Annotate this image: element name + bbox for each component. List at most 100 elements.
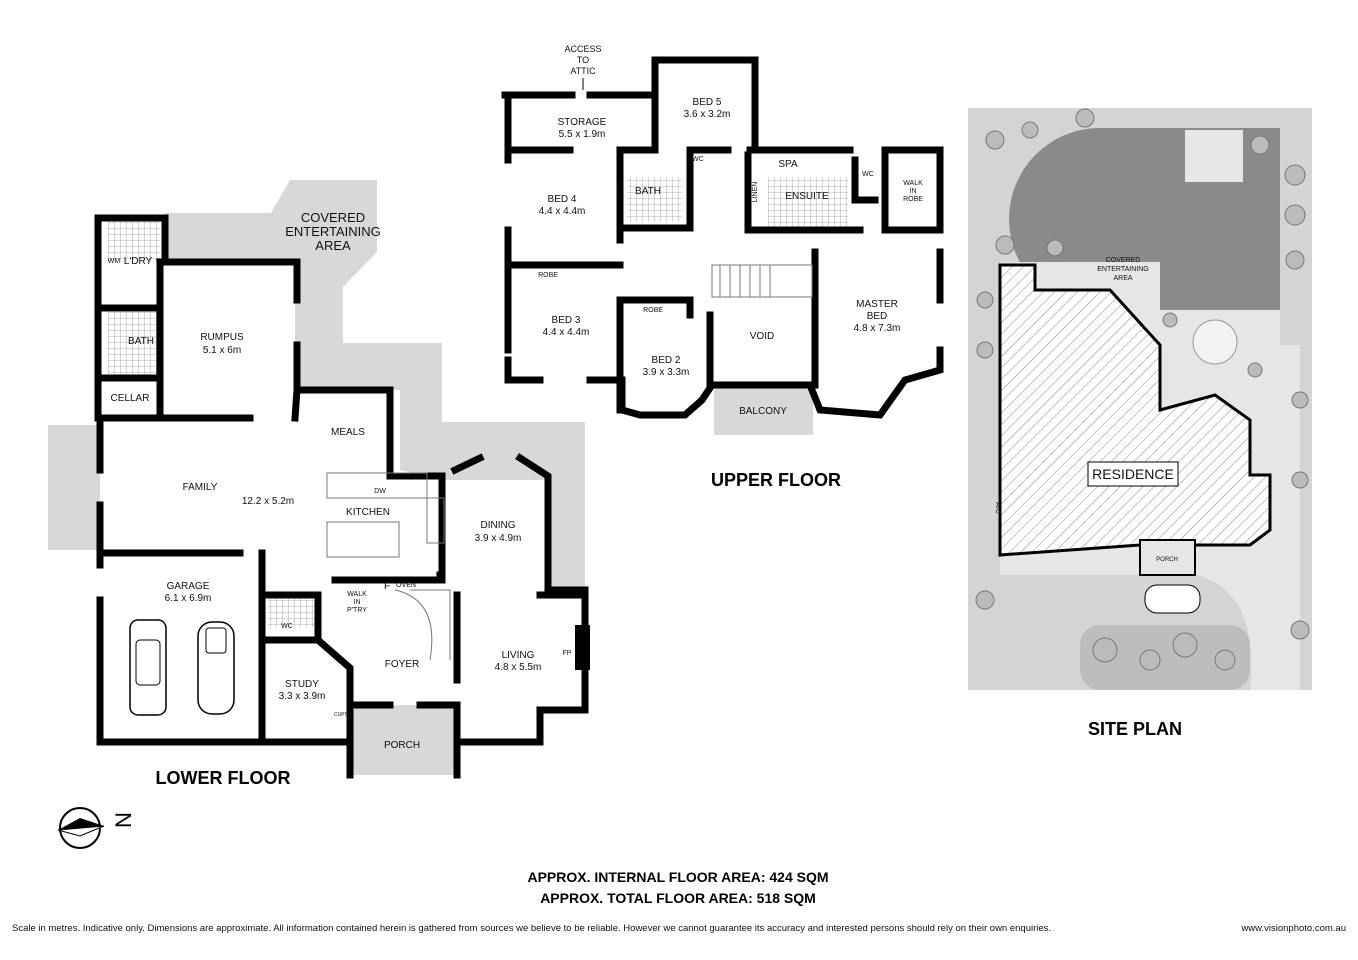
cellar-label: CELLAR bbox=[111, 393, 150, 404]
balcony-label: BALCONY bbox=[739, 406, 787, 417]
bed4-size: 4.4 x 4.4m bbox=[539, 206, 586, 217]
garage-size: 6.1 x 6.9m bbox=[165, 593, 212, 604]
fountain bbox=[1192, 319, 1238, 365]
storage-size: 5.5 x 1.9m bbox=[559, 129, 606, 140]
bed3-size: 4.4 x 4.4m bbox=[543, 327, 590, 338]
staircase bbox=[394, 589, 451, 661]
family-size: 12.2 x 5.2m bbox=[242, 496, 294, 507]
oven-label: OVEN bbox=[396, 582, 416, 589]
shed bbox=[1185, 130, 1243, 182]
upper-floor-plan: ACCESS TO ATTIC STORAGE 5.5 x 1.9m BED 5… bbox=[501, 44, 944, 490]
balcony-area bbox=[714, 385, 813, 435]
void-label: VOID bbox=[750, 331, 774, 342]
dishwasher-label: DW bbox=[374, 488, 386, 495]
attic-label-2: TO bbox=[577, 55, 589, 65]
upper-floor-title: UPPER FLOOR bbox=[711, 470, 841, 490]
study-size: 3.3 x 3.9m bbox=[279, 691, 326, 702]
garage-cars bbox=[129, 619, 235, 716]
family-label: FAMILY bbox=[183, 482, 218, 493]
bed3-label: BED 3 bbox=[552, 315, 581, 326]
laundry-label: L'DRY bbox=[124, 256, 153, 267]
bed5-size: 3.6 x 3.2m bbox=[684, 109, 731, 120]
site-covered-label-1: COVERED bbox=[1106, 257, 1141, 264]
bed2-size: 3.9 x 3.3m bbox=[643, 367, 690, 378]
covered-area-label-3: AREA bbox=[315, 238, 351, 253]
bed3-robe-label: ROBE bbox=[538, 272, 558, 279]
car-icon bbox=[1144, 584, 1201, 614]
bath-tiles bbox=[627, 177, 682, 222]
site-covered-label-2: ENTERTAINING bbox=[1097, 266, 1148, 273]
total-floor-area: APPROX. TOTAL FLOOR AREA: 518 SQM bbox=[540, 890, 816, 906]
bed5-label: BED 5 bbox=[693, 97, 722, 108]
car-icon bbox=[197, 621, 235, 715]
spa-label: SPA bbox=[778, 159, 798, 170]
ac-label: A/C bbox=[994, 502, 1001, 514]
internal-floor-area: APPROX. INTERNAL FLOOR AREA: 424 SQM bbox=[527, 869, 828, 885]
trees bbox=[975, 108, 1310, 671]
wm-label: WM bbox=[108, 258, 121, 265]
side-patio bbox=[48, 425, 100, 550]
lower-floor-title: LOWER FLOOR bbox=[156, 768, 291, 788]
disclaimer: Scale in metres. Indicative only. Dimens… bbox=[12, 923, 1051, 934]
website-link[interactable]: www.visionphoto.com.au bbox=[1240, 923, 1346, 934]
lower-wc-label: WC bbox=[281, 623, 293, 630]
attic-label-3: ATTIC bbox=[570, 66, 596, 76]
walk-in-robe-label-1: WALK bbox=[903, 180, 923, 187]
dining-size: 3.9 x 4.9m bbox=[475, 533, 522, 544]
master-label-1: MASTER bbox=[856, 299, 898, 310]
lower-porch-label: PORCH bbox=[384, 740, 420, 751]
cupboard-label: CUPS bbox=[334, 712, 349, 718]
lower-bath-label: BATH bbox=[128, 336, 154, 347]
site-plan-title: SITE PLAN bbox=[1088, 719, 1182, 739]
bed2-robe-label: ROBE bbox=[643, 307, 663, 314]
bed2-label: BED 2 bbox=[652, 355, 681, 366]
walk-in-robe-label-2: IN bbox=[910, 188, 917, 195]
fireplace-label: FP bbox=[563, 650, 572, 657]
ensuite-label: ENSUITE bbox=[785, 191, 829, 202]
north-compass-icon: N bbox=[57, 807, 136, 849]
covered-entertaining-area bbox=[165, 180, 585, 590]
living-size: 4.8 x 5.5m bbox=[495, 662, 542, 673]
pantry-label-3: P'TRY bbox=[347, 607, 367, 614]
attic-label-1: ACCESS bbox=[564, 44, 601, 54]
kitchen-label: KITCHEN bbox=[346, 507, 390, 518]
site-porch-label: PORCH bbox=[1156, 557, 1178, 563]
upper-walls bbox=[501, 56, 944, 419]
ensuite-wc-label: WC bbox=[862, 171, 874, 178]
storage-label: STORAGE bbox=[558, 117, 607, 128]
driveway bbox=[1000, 575, 1300, 690]
bed4-label: BED 4 bbox=[548, 194, 577, 205]
bath-tiles bbox=[108, 312, 158, 377]
study-label: STUDY bbox=[285, 679, 319, 690]
pantry-label-2: IN bbox=[354, 599, 361, 606]
upper-bath-label: BATH bbox=[635, 186, 661, 197]
site-plan: COVERED ENTERTAINING AREA RESIDENCE PORC… bbox=[968, 108, 1312, 739]
pantry-label-1: WALK bbox=[347, 591, 367, 598]
dining-label: DINING bbox=[481, 520, 516, 531]
meals-label: MEALS bbox=[331, 427, 365, 438]
master-label-2: BED bbox=[867, 311, 888, 322]
laundry-tiles bbox=[108, 222, 160, 262]
rumpus-label: RUMPUS bbox=[200, 332, 244, 343]
compass-north-label: N bbox=[111, 812, 136, 828]
covered-area-label-1: COVERED bbox=[301, 210, 365, 225]
rumpus-size: 5.1 x 6m bbox=[203, 345, 241, 356]
kitchen-benches bbox=[326, 472, 445, 558]
front-garden bbox=[1080, 625, 1250, 690]
void-stairs bbox=[711, 264, 813, 298]
fridge-label: F bbox=[384, 581, 390, 592]
wc-tiles bbox=[268, 597, 316, 627]
residence-label-box bbox=[1087, 461, 1179, 487]
site-covered-label-3: AREA bbox=[1113, 275, 1132, 282]
porch-area bbox=[350, 705, 457, 775]
master-size: 4.8 x 7.3m bbox=[854, 323, 901, 334]
foyer-label: FOYER bbox=[385, 659, 419, 670]
walk-in-robe-label-3: ROBE bbox=[903, 196, 923, 203]
living-label: LIVING bbox=[502, 650, 535, 661]
bed4-robe-label: ROBE bbox=[615, 182, 622, 202]
lower-walls bbox=[94, 214, 590, 779]
car-icon bbox=[129, 619, 167, 716]
linen-label: LINEN bbox=[752, 182, 759, 203]
site-porch bbox=[1139, 539, 1196, 576]
